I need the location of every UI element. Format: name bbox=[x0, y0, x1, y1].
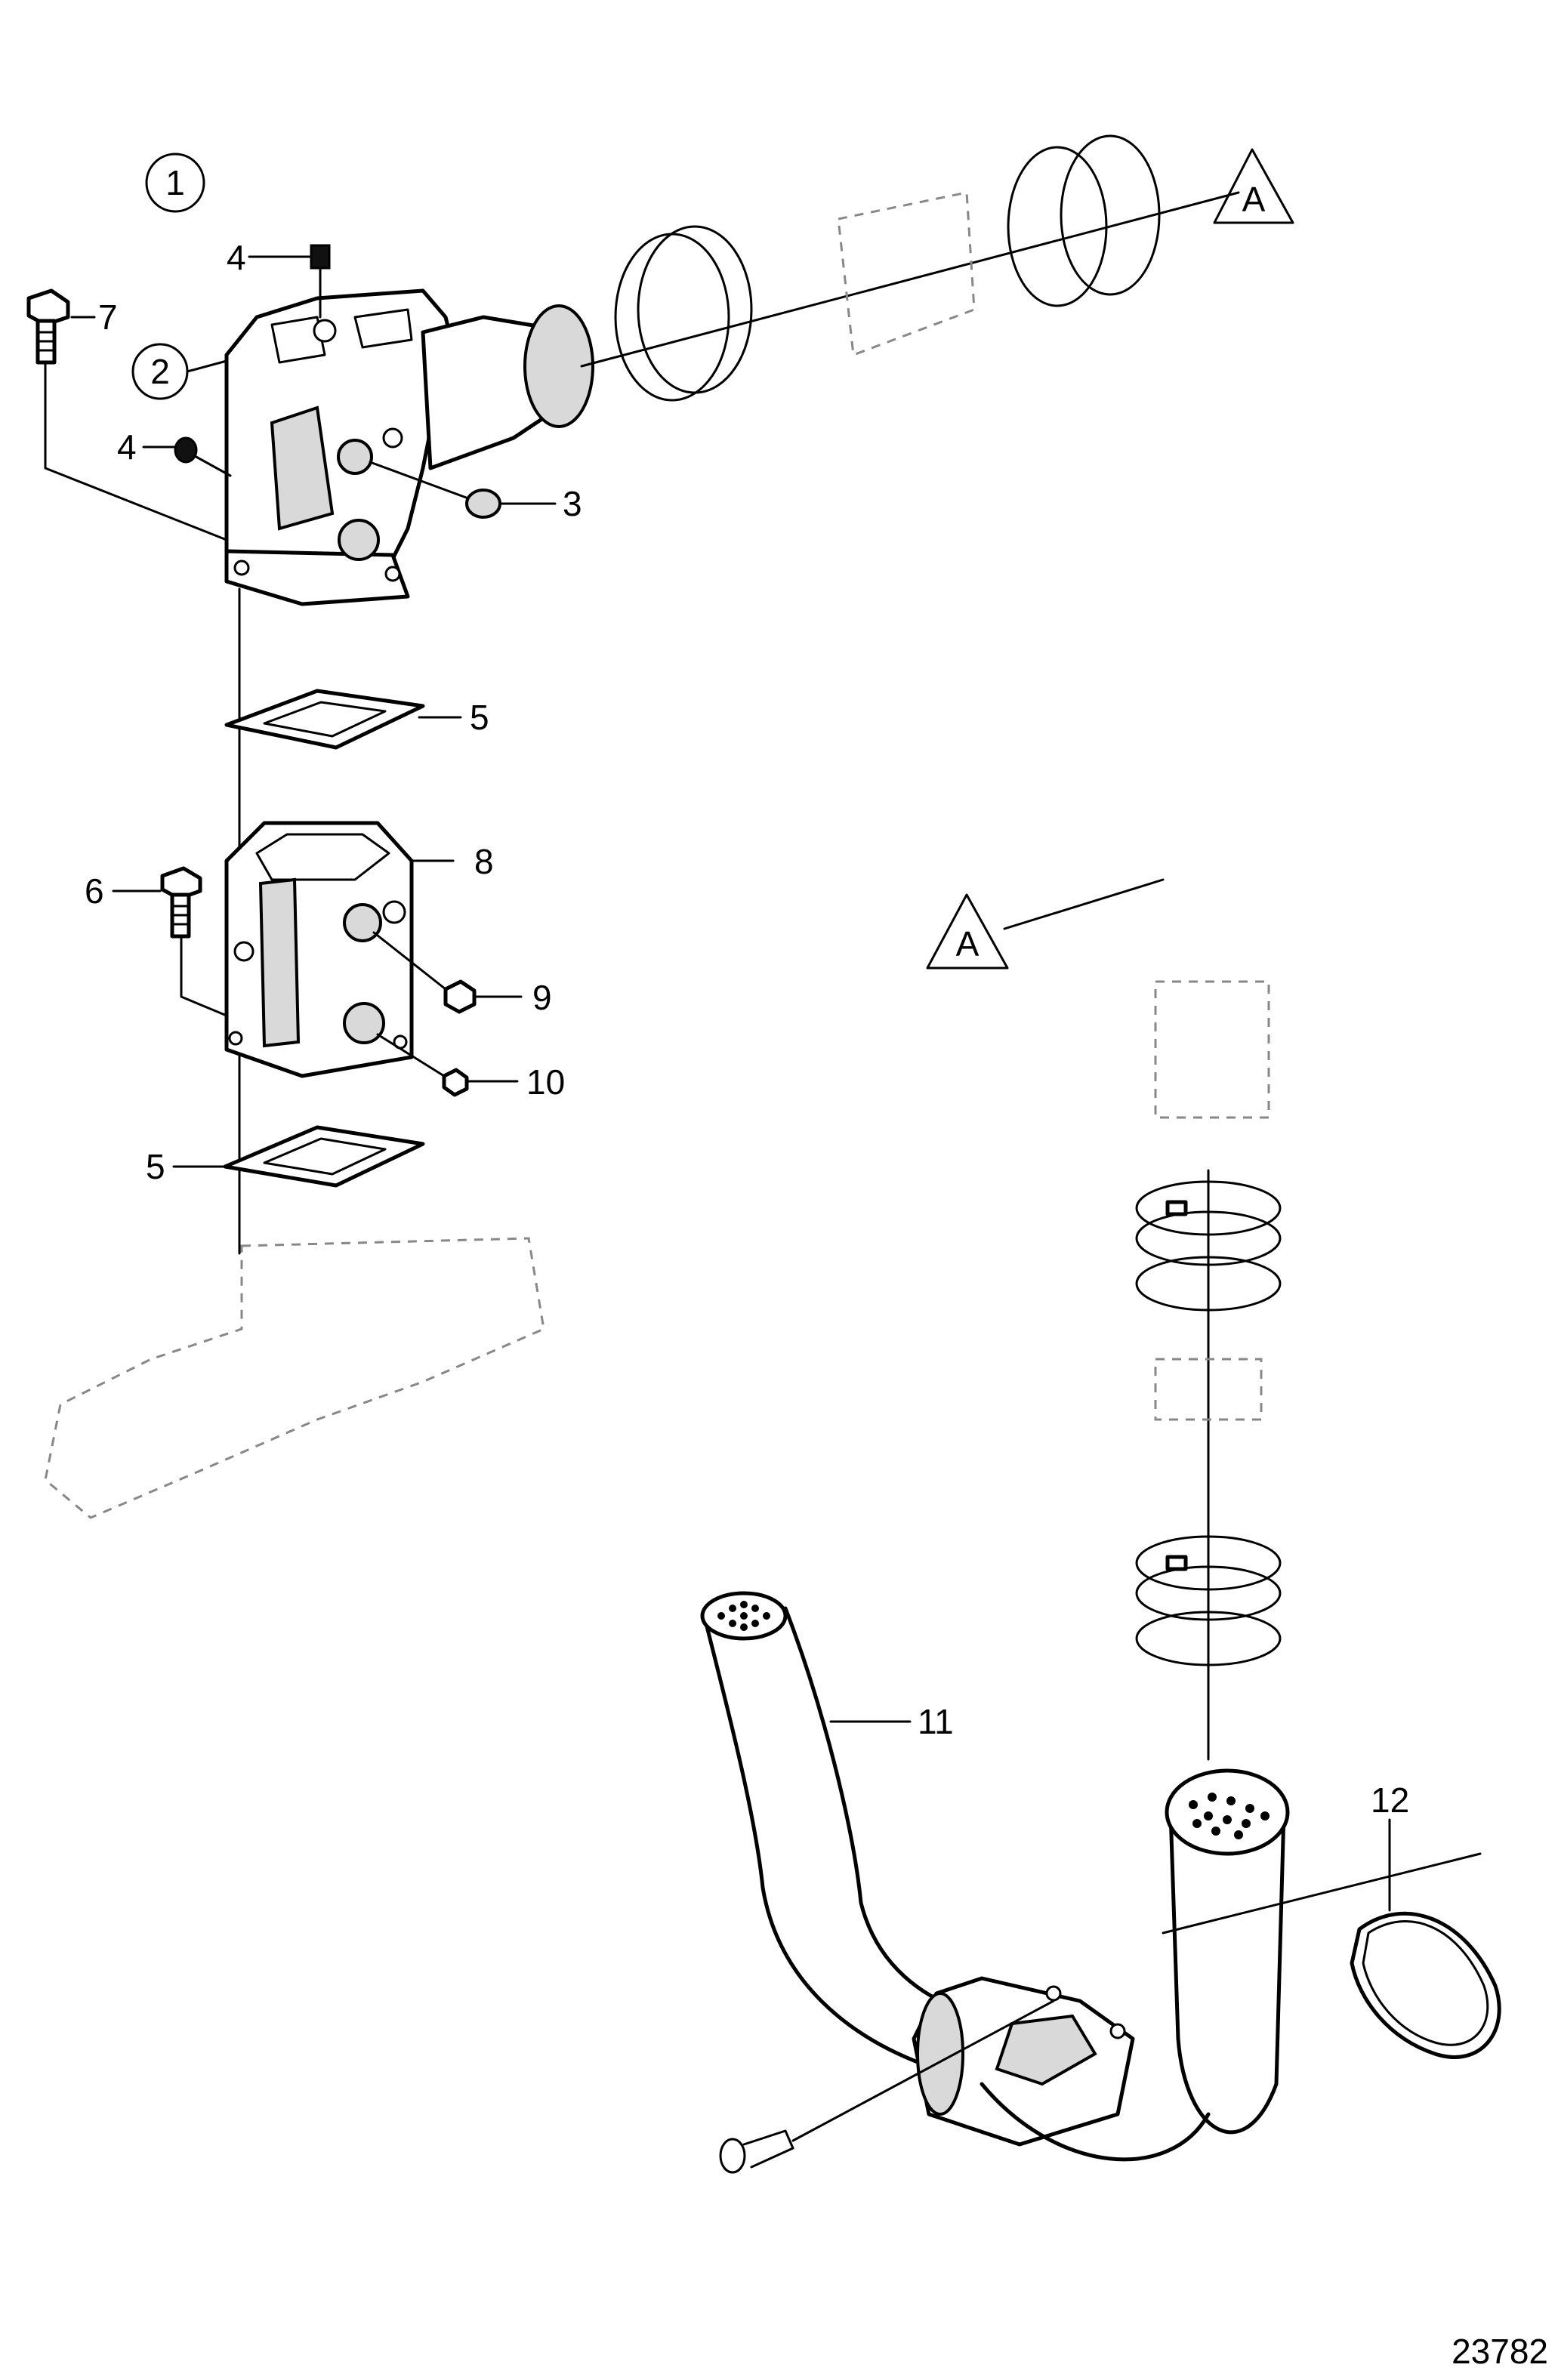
connector-a-top: A bbox=[1213, 148, 1294, 224]
connector-a-top-label: A bbox=[1242, 180, 1266, 219]
callout-12: 12 bbox=[1371, 1780, 1409, 1820]
callout-5-upper-label: 5 bbox=[470, 698, 489, 737]
callout-6: 6 bbox=[85, 871, 104, 911]
callout-6-label: 6 bbox=[85, 871, 104, 911]
callout-10: 10 bbox=[526, 1062, 565, 1102]
callout-3-label: 3 bbox=[563, 484, 582, 523]
exhaust-elbow bbox=[224, 288, 594, 606]
callout-5-lower: 5 bbox=[146, 1147, 165, 1186]
bolt-6 bbox=[112, 866, 228, 1017]
callout-8: 8 bbox=[474, 842, 494, 881]
fitting-9 bbox=[372, 931, 523, 1014]
gasket-12 bbox=[1350, 1818, 1501, 2059]
callout-12-label: 12 bbox=[1371, 1780, 1409, 1820]
callout-11: 11 bbox=[918, 1702, 954, 1741]
joint-bolt bbox=[719, 1852, 1482, 2174]
plug-side bbox=[142, 436, 232, 477]
callout-4-side-label: 4 bbox=[117, 427, 137, 467]
callout-3: 3 bbox=[563, 484, 582, 523]
plug-top bbox=[248, 244, 331, 319]
callout-11-label: 11 bbox=[918, 1702, 954, 1741]
callout-4-side: 4 bbox=[117, 427, 137, 467]
plug-3 bbox=[369, 461, 557, 519]
callout-4-top-label: 4 bbox=[227, 238, 246, 277]
vertical-hose-stack bbox=[1135, 980, 1282, 1761]
riser-block bbox=[224, 821, 455, 1078]
callout-8-label: 8 bbox=[474, 842, 494, 881]
callout-5-lower-label: 5 bbox=[146, 1147, 165, 1186]
callout-9: 9 bbox=[532, 978, 552, 1017]
callout-9-label: 9 bbox=[532, 978, 552, 1017]
callout-2: 2 bbox=[131, 343, 228, 400]
bolt-7 bbox=[26, 288, 228, 541]
fitting-10 bbox=[376, 1033, 519, 1097]
callout-2-label: 2 bbox=[150, 352, 170, 391]
upper-hose-assembly bbox=[580, 134, 1240, 402]
callout-7-label: 7 bbox=[98, 298, 118, 337]
figure-number: 23782 bbox=[1452, 2332, 1548, 2371]
callout-10-label: 10 bbox=[526, 1062, 565, 1102]
gasket-lower bbox=[172, 1125, 425, 1188]
callout-1-label: 1 bbox=[165, 163, 185, 202]
connector-a-middle: A bbox=[926, 878, 1165, 970]
exhaust-pipe-11 bbox=[700, 1591, 1290, 2162]
manifold-outline bbox=[44, 1237, 545, 1519]
callout-1: 1 bbox=[145, 153, 205, 213]
callout-5-upper: 5 bbox=[470, 698, 489, 737]
callout-7: 7 bbox=[98, 298, 118, 337]
gasket-upper bbox=[224, 689, 462, 750]
connector-a-middle-label: A bbox=[956, 924, 980, 963]
callout-4-top: 4 bbox=[227, 238, 246, 277]
